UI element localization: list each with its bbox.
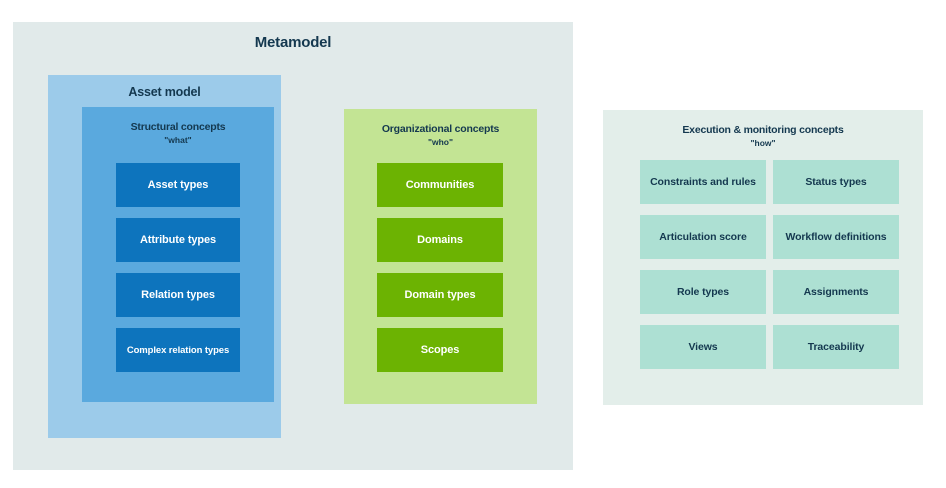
chip-label: Asset types [147,178,209,191]
chip-domain-types[interactable]: Domain types [377,273,503,317]
asset-model-title: Asset model [128,85,201,99]
chip-label: Domains [417,233,463,246]
chip-label: Role types [676,285,730,298]
chip-label: Attribute types [139,233,217,246]
chip-scopes[interactable]: Scopes [377,328,503,372]
structural-concepts-panel: Structural concepts "what" Asset types A… [82,107,274,402]
execution-monitoring-title: Execution & monitoring concepts [682,124,844,136]
chip-label: Assignments [803,285,869,298]
chip-label: Status types [805,175,867,188]
chip-relation-types[interactable]: Relation types [116,273,240,317]
chip-views[interactable]: Views [640,325,766,369]
chip-label: Views [688,340,718,353]
chip-label: Traceability [807,340,865,353]
organizational-concepts-title: Organizational concepts [381,123,500,135]
execution-monitoring-header: Execution & monitoring concepts "how" [603,123,923,149]
chip-workflow-definitions[interactable]: Workflow definitions [773,215,899,259]
asset-model-panel: Asset model Structural concepts "what" A… [48,75,281,438]
metamodel-panel: Metamodel Asset model Structural concept… [13,22,573,470]
chip-label: Scopes [420,343,460,356]
chip-articulation-score[interactable]: Articulation score [640,215,766,259]
chip-attribute-types[interactable]: Attribute types [116,218,240,262]
execution-monitoring-panel: Execution & monitoring concepts "how" Co… [603,110,923,405]
chip-label: Relation types [141,288,215,301]
chip-status-types[interactable]: Status types [773,160,899,204]
chip-label: Domain types [404,288,476,301]
chip-traceability[interactable]: Traceability [773,325,899,369]
structural-concepts-title: Structural concepts [130,121,226,133]
metamodel-title: Metamodel [254,34,332,51]
chip-communities[interactable]: Communities [377,163,503,207]
organizational-concepts-subtitle: "who" [427,137,454,147]
organizational-concepts-header: Organizational concepts "who" [344,122,537,148]
chip-label: Workflow definitions [785,230,887,243]
chip-constraints-and-rules[interactable]: Constraints and rules [640,160,766,204]
chip-label: Complex relation types [126,344,230,356]
chip-complex-relation-types[interactable]: Complex relation types [116,328,240,372]
organizational-concepts-panel: Organizational concepts "who" Communitie… [344,109,537,404]
chip-label: Constraints and rules [650,175,756,188]
execution-monitoring-subtitle: "how" [750,138,776,148]
chip-label: Articulation score [659,230,747,243]
chip-domains[interactable]: Domains [377,218,503,262]
chip-label: Communities [405,178,475,191]
structural-concepts-header: Structural concepts "what" [82,120,274,146]
chip-asset-types[interactable]: Asset types [116,163,240,207]
chip-assignments[interactable]: Assignments [773,270,899,314]
structural-concepts-subtitle: "what" [164,135,192,145]
chip-role-types[interactable]: Role types [640,270,766,314]
